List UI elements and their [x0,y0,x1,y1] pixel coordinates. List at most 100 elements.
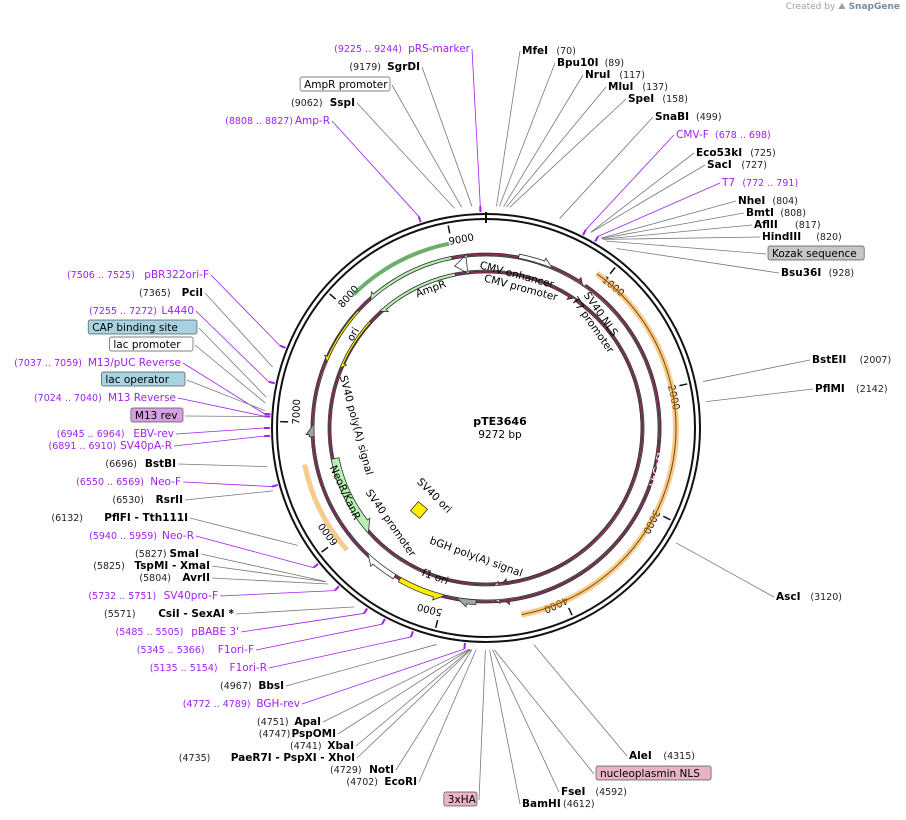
label-position: (4747) [259,729,291,740]
label-name: Neo-F [150,476,181,488]
leader-line [184,490,274,501]
label-position: (5804) [139,573,171,584]
leader-line [509,98,627,208]
map-label-fsei: FseI(4592) [561,786,627,798]
label-name: NotI [369,764,394,776]
feature-label-ori: ori [345,326,362,344]
label-name: EBV-rev [133,428,174,440]
leader-line [706,388,814,402]
primer-site-mark [271,484,278,488]
label-name: SV40pA-R [120,440,172,452]
feature-ampr-promoter [313,253,659,601]
label-name: RsrII [156,494,183,506]
map-label-pflfi-tth111i: PflFI - Tth111I(6132) [51,512,188,524]
label-position: (772 .. 791) [742,178,798,189]
map-label-bsu36i: Bsu36I(928) [781,267,854,279]
map-label-paer7i-pspxi-xhoi: PaeR7I - PspXI - XhoI(4735) [179,752,355,764]
map-label-xbai: XbaI(4741) [290,740,354,752]
tick-mark [568,607,573,616]
label-name: SacI [707,159,732,171]
label-position: (4729) [330,765,362,776]
tick-label: 7000 [291,399,303,425]
leader-line [184,415,265,417]
leader-line [175,427,265,435]
label-box [299,76,391,92]
label-name: NheI [738,195,765,207]
label-position: (4967) [220,681,252,692]
map-label-bamhi: BamHI(4612) [522,798,595,810]
leader-line [189,517,298,546]
label-position: (4741) [290,741,322,752]
map-label-f1ori-f: F1ori-F(5345 .. 5366) [137,644,254,656]
label-name: BmtI [746,207,774,219]
map-label-ebv-rev: EBV-rev(6945 .. 6964) [57,428,174,440]
map-label-ampr-promoter: AmpR promoter [299,76,391,92]
label-name: T7 [721,177,735,189]
map-label-f1ori-r: F1ori-R(5135 .. 5154) [150,662,267,674]
tick-label: 8000 [337,284,362,310]
map-label-sgrdi: SgrDI(9179) [349,61,420,73]
leader-line [499,62,556,207]
label-position: (5732 .. 5751) [88,591,156,602]
map-label-noti: NotI (4729) [330,764,394,776]
leader-line [355,649,471,747]
primer-site-mark [582,229,587,236]
label-name: MluI [608,81,633,93]
map-label-smai: SmaI(5827) [135,548,199,560]
label-name: nucleoplasmin NLS [600,768,700,780]
label-name: TspMI - XmaI [134,560,210,572]
label-name: BamHI [522,798,561,810]
label-name: M13 Reverse [108,392,176,404]
label-position: (4702) [346,777,378,788]
label-box [443,791,478,807]
label-name: CsiI - SexAI * [158,608,234,620]
map-label-avrii: AvrII(5804) [139,572,210,584]
label-position: (6530) [112,495,144,506]
map-label-bmti: BmtI(808) [746,207,806,219]
leader-line [301,648,465,705]
map-label-spei: SpeI(158) [628,93,688,105]
label-position: (9179) [349,62,381,73]
label-name: F1ori-R [230,662,267,674]
leader-line [590,152,695,233]
label-name: lac operator [105,374,169,386]
map-label-bgh-rev: BGH-rev(4772 .. 4789) [183,698,300,710]
label-box [101,371,186,387]
map-label-m13-rev: M13 rev [130,407,184,423]
label-position: (2007) [860,355,892,366]
label-name: pBR322ori-F [144,269,209,281]
watermark-prefix: Created by [785,2,836,12]
map-label-hindiii: HindIII(820) [762,231,842,243]
leader-line [177,463,268,468]
label-position: (3120) [810,592,842,603]
orf-highlight-ampr [352,241,450,296]
label-position: (5485 .. 5505) [116,627,184,638]
label-position: (117) [619,70,645,81]
label-name: AmpR promoter [304,79,388,91]
leader-line [322,648,469,723]
leader-line [494,649,595,775]
label-name: BstBI [145,458,176,470]
label-name: Eco53kI [696,147,742,159]
leader-line [559,116,654,219]
orf-line-lbcpf1 [521,273,677,616]
primer-site-mark [409,630,414,638]
label-position: (89) [605,58,625,69]
label-name: CAP binding site [92,322,178,334]
tick-mark [434,619,439,628]
tick-mark [679,383,688,387]
leader-line [395,649,473,771]
leader-line [356,649,472,759]
leader-line [605,240,767,255]
label-name: Amp-R [295,115,330,127]
label-position: (9062) [291,98,323,109]
label-name: Neo-R [162,530,194,542]
label-name: HindIII [762,231,801,243]
snapgene-logo-icon: ⛰ [838,2,846,12]
plasmid-name: pTE3646 [473,415,527,428]
map-label-nrui: NruI(117) [585,69,645,81]
map-label-pcii: PciI(7365) [139,287,203,299]
label-position: (4735) [179,753,211,764]
